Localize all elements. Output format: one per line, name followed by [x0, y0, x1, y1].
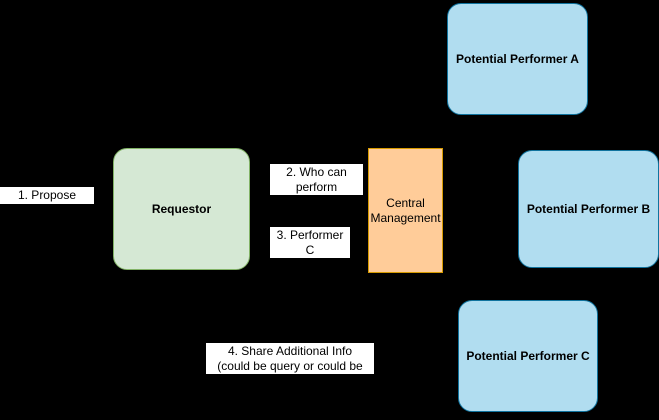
node-requestor[interactable]: Requestor: [113, 148, 250, 270]
edge-label-share-additional-info: 4. Share Additional Info (could be query…: [206, 343, 374, 387]
connector-central-to-performer-c: [443, 240, 459, 356]
node-performer-a-label: Potential Performer A: [456, 51, 579, 66]
node-requestor-label: Requestor: [151, 201, 212, 216]
node-performer-c-label: Potential Performer C: [466, 348, 590, 363]
node-performer-a[interactable]: Potential Performer A: [447, 3, 588, 115]
node-performer-c[interactable]: Potential Performer C: [458, 300, 598, 412]
edge-label-performer-assigned: 3. Performer C Assigned: [270, 227, 350, 271]
node-central-management[interactable]: Central Management: [368, 148, 443, 273]
edge-label-who-can-perform: 2. Who can perform service?: [270, 164, 363, 208]
node-performer-b[interactable]: Potential Performer B: [518, 150, 659, 268]
node-performer-b-label: Potential Performer B: [526, 201, 651, 216]
edge-label-propose-service: 1. Propose service: [0, 187, 94, 217]
node-central-management-label: Central Management: [370, 195, 441, 225]
